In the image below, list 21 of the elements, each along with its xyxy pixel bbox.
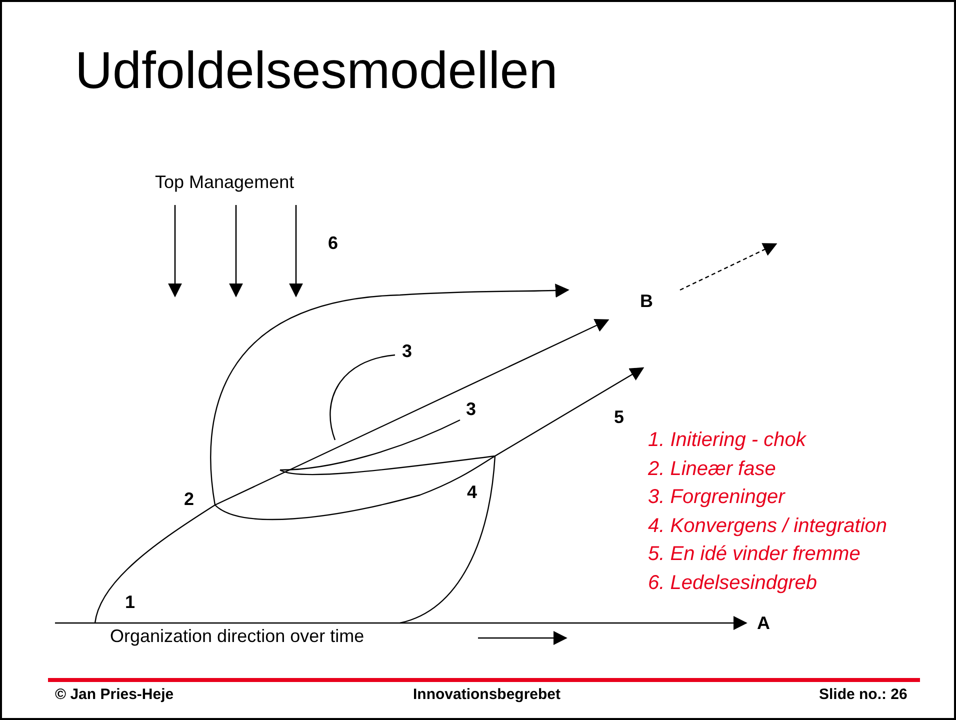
footer-text: Slide no.: 26: [819, 686, 908, 704]
list-item: 4. Konvergens / integration: [648, 514, 888, 538]
footer-text: © Jan Pries-Heje: [55, 686, 174, 704]
slide-title: Udfoldelsesmodellen: [75, 42, 558, 102]
list-item: 3. Forgreninger: [648, 486, 785, 510]
diagram-label: Top Management: [155, 172, 294, 193]
axis-label: Organization direction over time: [110, 626, 364, 647]
point-label: B: [640, 291, 653, 312]
list-item: 2. Lineær fase: [648, 458, 776, 481]
callout-number: 4: [467, 482, 478, 503]
footer-text: Innovationsbegrebet: [413, 686, 561, 704]
callout-number: 3: [466, 399, 476, 420]
point-label: A: [757, 613, 770, 634]
callout-number: 1: [125, 592, 136, 613]
callout-number: 2: [184, 489, 194, 510]
callout-number: 5: [614, 407, 624, 428]
list-item: 1. Initiering - chok: [648, 429, 806, 452]
callout-number: 3: [402, 341, 412, 362]
list-item: 6. Ledelsesindgreb: [648, 572, 818, 595]
callout-number: 6: [328, 233, 338, 254]
list-item: 5. En idé vinder fremme: [648, 543, 860, 566]
